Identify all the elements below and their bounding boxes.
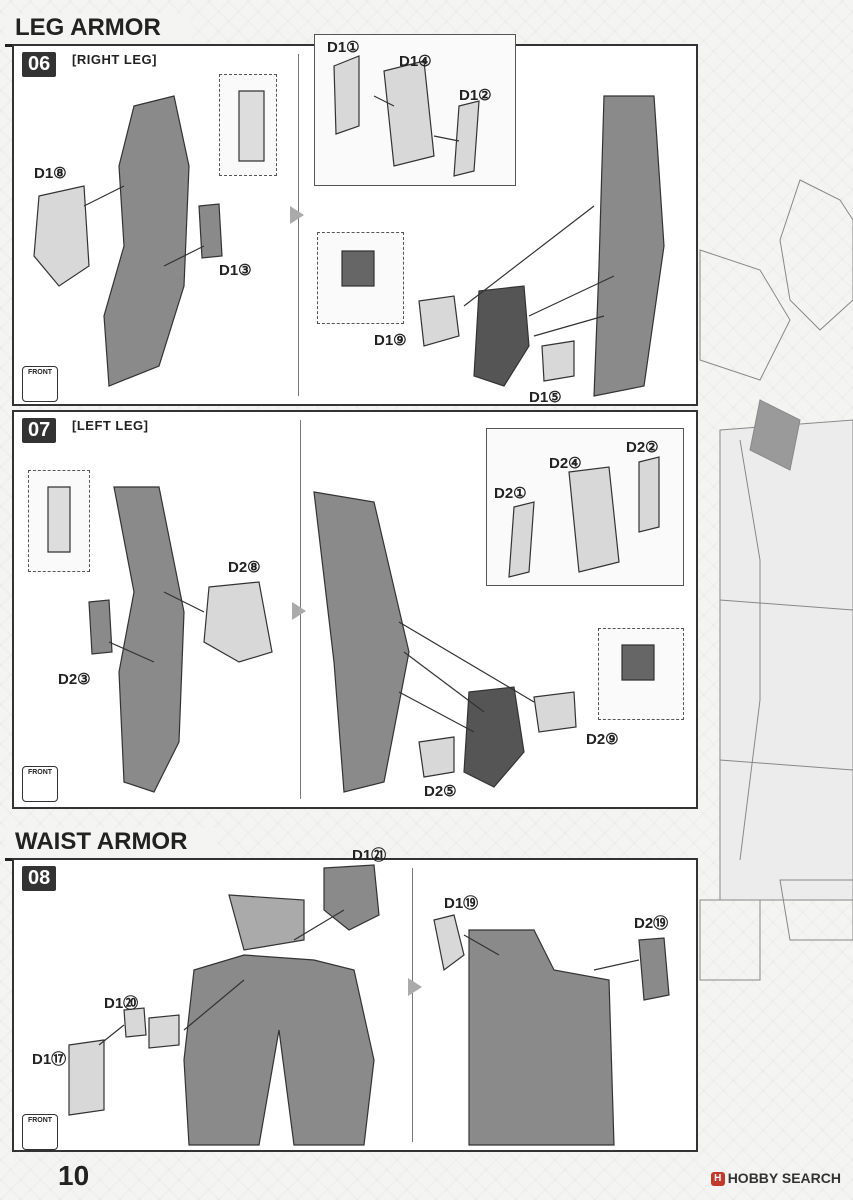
part-label: D2③ — [58, 671, 91, 688]
leg-part-art — [33, 55, 665, 397]
step-arrow-icon — [292, 602, 306, 620]
step-divider — [412, 868, 413, 1142]
part-label: D1⑤ — [529, 389, 562, 406]
step-08-panel: 08 D1⑳ D1㉑ D1⑲ D2⑲ D1⑰ FRONT — [12, 847, 698, 1152]
step-subtitle-06: [RIGHT LEG] — [72, 52, 157, 67]
part-label: D1② — [459, 87, 492, 104]
step-number-07: 07 — [22, 418, 57, 443]
part-label: D2⑲ — [634, 915, 669, 932]
part-label: D1⑰ — [32, 1051, 67, 1068]
part-label: D2⑨ — [586, 731, 619, 748]
part-label: D2① — [494, 485, 527, 502]
step-number-08: 08 — [22, 866, 57, 891]
part-label: D2② — [626, 439, 659, 456]
front-direction-icon: FRONT — [22, 1114, 58, 1150]
front-label: FRONT — [27, 369, 53, 376]
hobby-search-logo-icon: H — [710, 1172, 725, 1187]
waist-part-art — [68, 864, 670, 1146]
watermark-text: HOBBY SEARCH — [727, 1170, 841, 1186]
leg-part-art — [47, 456, 660, 793]
part-label: D1④ — [399, 53, 432, 70]
part-label: D1⑨ — [374, 332, 407, 349]
part-label: D1⑳ — [104, 995, 139, 1012]
part-label: D1⑧ — [34, 165, 67, 182]
part-label: D1⑲ — [444, 895, 479, 912]
step-divider — [298, 54, 299, 396]
front-direction-icon: FRONT — [22, 766, 58, 802]
front-label: FRONT — [27, 1117, 53, 1124]
step-number-06: 06 — [22, 52, 57, 77]
section-title-waist-armor: WAIST ARMOR — [5, 828, 218, 861]
part-label: D1③ — [219, 262, 252, 279]
step-06-panel: 06 [RIGHT LEG] D1⑧ D1③ D1 — [12, 34, 698, 406]
part-label: D2⑤ — [424, 783, 457, 800]
step-subtitle-07: [LEFT LEG] — [72, 418, 149, 433]
part-label: D2⑧ — [228, 559, 261, 576]
step-arrow-icon — [290, 206, 304, 224]
step-arrow-icon — [408, 978, 422, 996]
part-label: D2④ — [549, 455, 582, 472]
step-07-panel: 07 [LEFT LEG] D2⑧ D2③ D2④ D2② D2① — [12, 410, 698, 809]
section-title-leg-armor: LEG ARMOR — [5, 14, 191, 47]
part-label: D1① — [327, 39, 360, 56]
front-direction-icon: FRONT — [22, 366, 58, 402]
front-label: FRONT — [27, 769, 53, 776]
part-label: D1㉑ — [352, 847, 387, 864]
page-number: 10 — [58, 1160, 90, 1191]
